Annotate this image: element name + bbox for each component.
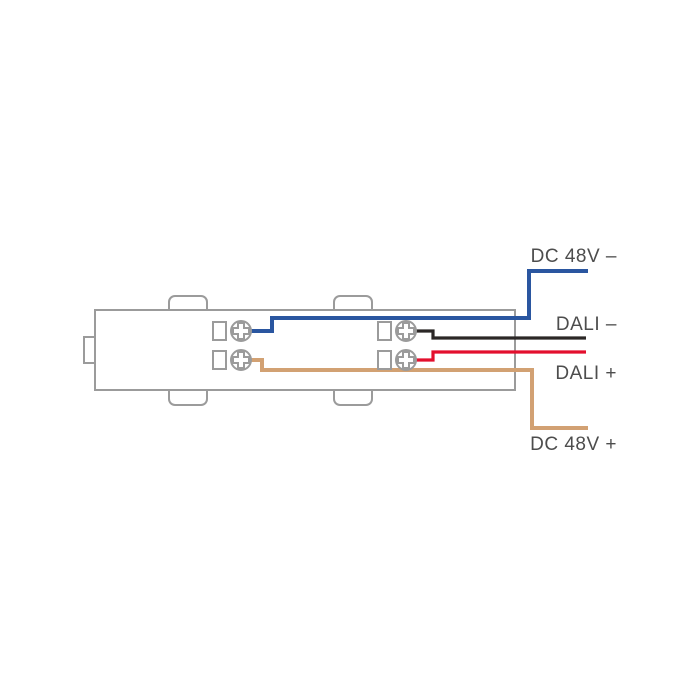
device-body [94, 309, 516, 391]
label-dali-pos: DALI + [555, 363, 617, 384]
wire-dc-48v-pos [241, 358, 588, 430]
phillips-cross-icon [397, 351, 415, 369]
label-dc-48v-neg: DC 48V – [531, 246, 617, 267]
label-dc-48v-pos: DC 48V + [530, 434, 617, 455]
terminal-slot [377, 321, 392, 341]
terminal-slot [212, 350, 227, 370]
phillips-cross-icon [232, 322, 250, 340]
terminal-group [212, 320, 417, 371]
phillips-cross-icon [397, 322, 415, 340]
wire-dali-pos [406, 350, 586, 362]
label-dali-neg: DALI – [556, 314, 617, 335]
device-outline-group [83, 295, 516, 406]
phillips-cross-icon [232, 351, 250, 369]
wire-dali-neg [406, 329, 586, 340]
wire-dc-48v-neg [241, 269, 588, 333]
wire-labels: DC 48V – DALI – DALI + DC 48V + [530, 246, 617, 455]
terminal-slot [377, 350, 392, 370]
side-connector-nub [83, 336, 96, 364]
terminal-slot [212, 321, 227, 341]
